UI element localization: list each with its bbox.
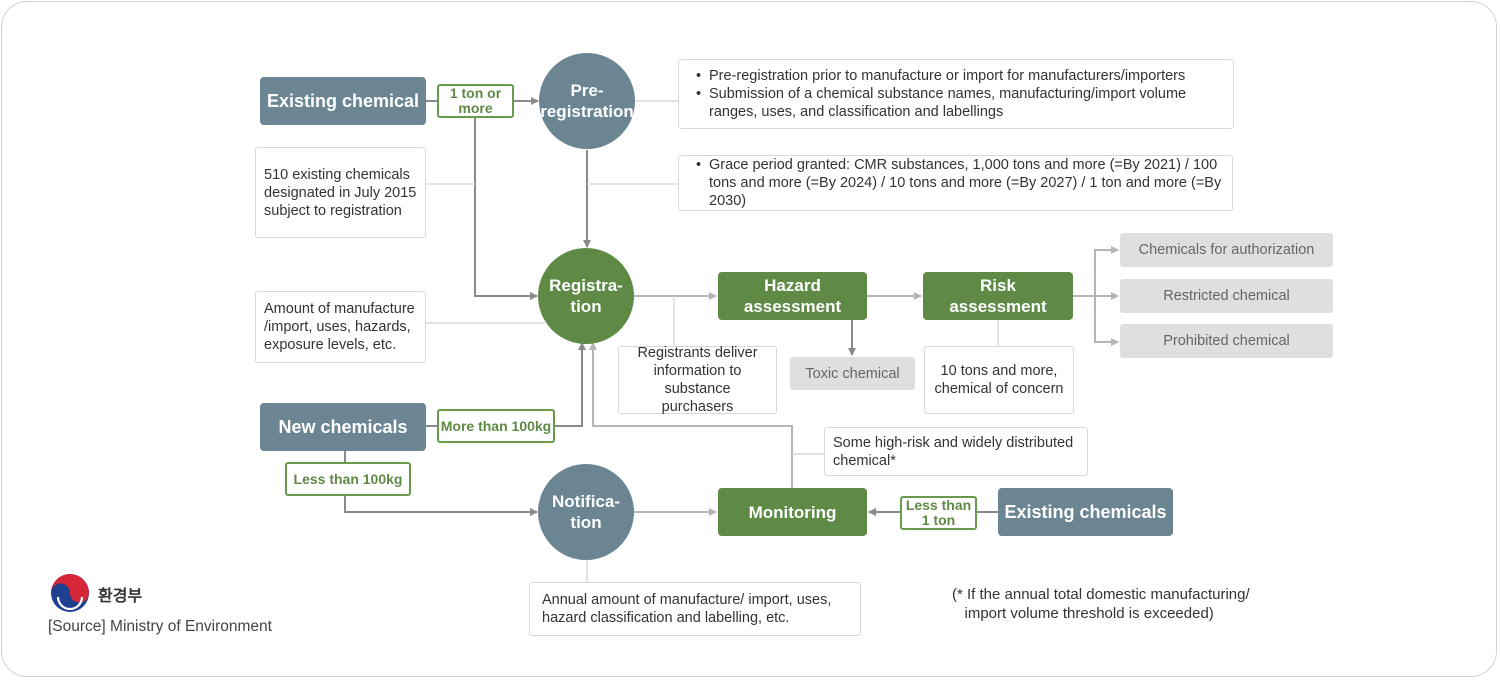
risk-assessment-node: Risk assessment xyxy=(923,272,1073,320)
monitoring-node: Monitoring xyxy=(718,488,867,536)
grace-period-note: Grace period granted: CMR substances, 1,… xyxy=(678,155,1233,211)
bullet-item: Submission of a chemical substance names… xyxy=(696,85,1225,121)
pre-registration-note: Pre-registration prior to manufacture or… xyxy=(678,59,1234,129)
existing-510-note: 510 existing chemicals designated in Jul… xyxy=(255,147,426,238)
registration-node: Registra- tion xyxy=(538,248,634,344)
hazard-assessment-node: Hazard assessment xyxy=(718,272,867,320)
registrants-note: Registrants deliver information to subst… xyxy=(618,345,777,415)
new-chemicals-node: New chemicals xyxy=(260,403,426,451)
less-than-100kg-tag: Less than 100kg xyxy=(285,462,411,496)
pre-registration-bullets: Pre-registration prior to manufacture or… xyxy=(693,67,1225,121)
more-than-100kg-tag: More than 100kg xyxy=(437,409,555,443)
grace-period-bullets: Grace period granted: CMR substances, 1,… xyxy=(693,156,1224,210)
less-than-1ton-tag: Less than 1 ton xyxy=(900,496,977,530)
restricted-box: Restricted chemical xyxy=(1120,279,1333,313)
pre-registration-node: Pre- registration xyxy=(539,53,635,149)
ten-tons-note: 10 tons and more, chemical of concern xyxy=(924,346,1074,414)
existing-chemicals-node: Existing chemicals xyxy=(998,488,1173,536)
toxic-chemical-box: Toxic chemical xyxy=(790,357,915,390)
source-caption: [Source] Ministry of Environment xyxy=(48,618,272,635)
annual-note: Annual amount of manufacture/ import, us… xyxy=(529,582,861,636)
notification-node: Notifica- tion xyxy=(538,464,634,560)
bullet-item: Grace period granted: CMR substances, 1,… xyxy=(696,156,1224,210)
high-risk-note: Some high-risk and widely distributed ch… xyxy=(824,427,1088,476)
one-ton-tag: 1 ton or more xyxy=(437,84,514,118)
existing-chemical-node: Existing chemical xyxy=(260,77,426,125)
bullet-item: Pre-registration prior to manufacture or… xyxy=(696,67,1225,85)
prohibited-box: Prohibited chemical xyxy=(1120,324,1333,358)
amount-note: Amount of manufacture /import, uses, haz… xyxy=(255,291,426,363)
ministry-logo-text: 환경부 xyxy=(98,586,143,605)
ministry-emblem-icon xyxy=(51,574,89,612)
footnote: (* If the annual total domestic manufact… xyxy=(952,586,1250,622)
authorization-box: Chemicals for authorization xyxy=(1120,233,1333,267)
